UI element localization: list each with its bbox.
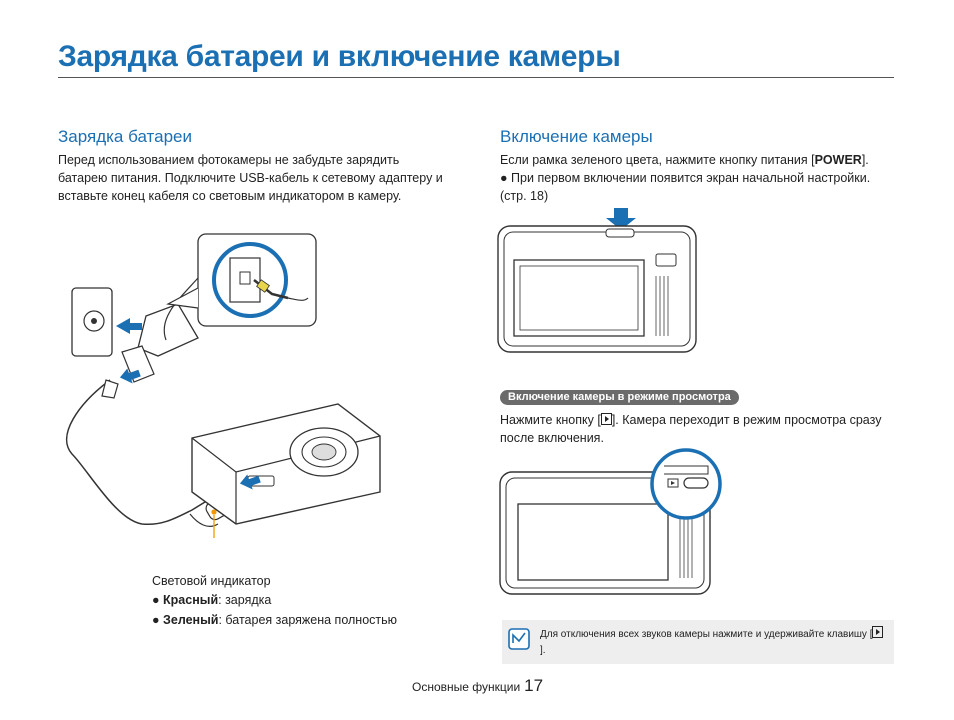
power-key-label: POWER (814, 153, 862, 167)
note-text: Для отключения всех звуков камеры нажмит… (540, 626, 886, 659)
note-text-body: Для отключения всех звуков камеры нажмит… (540, 629, 873, 640)
power-on-instruction: Если рамка зеленого цвета, нажмите кнопк… (500, 151, 900, 169)
usb-arrow-icon (119, 368, 141, 384)
charging-paragraph: Перед использованием фотокамеры не забуд… (58, 153, 443, 203)
bullet: ● (500, 171, 508, 185)
indicator-desc-red: : зарядка (218, 593, 272, 607)
footer-section: Основные функции (412, 680, 521, 694)
camera-top-illustration (497, 208, 697, 353)
playback-instruction: Нажмите кнопку []. Камера переходит в ре… (500, 411, 890, 447)
charging-indicator-light (211, 509, 217, 515)
indicator-desc-green: : батарея заряжена полностью (218, 613, 398, 627)
plug-arrow-icon (116, 318, 142, 334)
power-on-text-end: ]. (861, 153, 869, 167)
first-start-text: При первом включении появится экран нача… (500, 171, 871, 203)
power-on-text: Если рамка зеленого цвета, нажмите кнопк… (500, 153, 815, 167)
playback-text-end: ]. Камера переходит в режим просмотра ср… (500, 413, 882, 445)
indicator-label: Световой индикатор (152, 574, 271, 588)
section-heading-power-on: Включение камеры (500, 127, 653, 146)
power-arrow-icon (606, 208, 636, 230)
section-heading-charging: Зарядка батареи (58, 127, 192, 146)
camera-port-arrow-icon (239, 474, 261, 490)
playback-key-icon (872, 626, 884, 638)
note-text-end: ]. (540, 645, 546, 656)
indicator-term-red: Красный (163, 593, 219, 607)
bullet: ● (152, 593, 160, 607)
indicator-item-green: ● Зеленый: батарея заряжена полностью (152, 611, 397, 629)
camera-playback-illustration (499, 448, 722, 595)
note-box: Для отключения всех звуков камеры нажмит… (502, 620, 894, 664)
playback-button (683, 477, 709, 489)
bullet: ● (152, 613, 160, 627)
indicator-term-green: Зеленый (163, 613, 219, 627)
first-start-bullet: ● При первом включении появится экран на… (500, 169, 900, 205)
indicator-item-red: ● Красный: зарядка (152, 591, 271, 609)
playback-key-icon (600, 413, 612, 425)
note-icon (508, 628, 530, 650)
camera-screen (517, 503, 669, 581)
playback-pill-heading: Включение камеры в режиме просмотра (500, 390, 739, 405)
page-number: 17 (524, 676, 544, 695)
charging-illustration (66, 233, 381, 538)
title-rule (58, 77, 894, 78)
playback-text: Нажмите кнопку [ (500, 413, 601, 427)
camera-screen (513, 259, 645, 337)
power-adapter (137, 303, 199, 357)
usb-cable (66, 379, 219, 526)
page-title: Зарядка батареи и включение камеры (58, 40, 621, 73)
